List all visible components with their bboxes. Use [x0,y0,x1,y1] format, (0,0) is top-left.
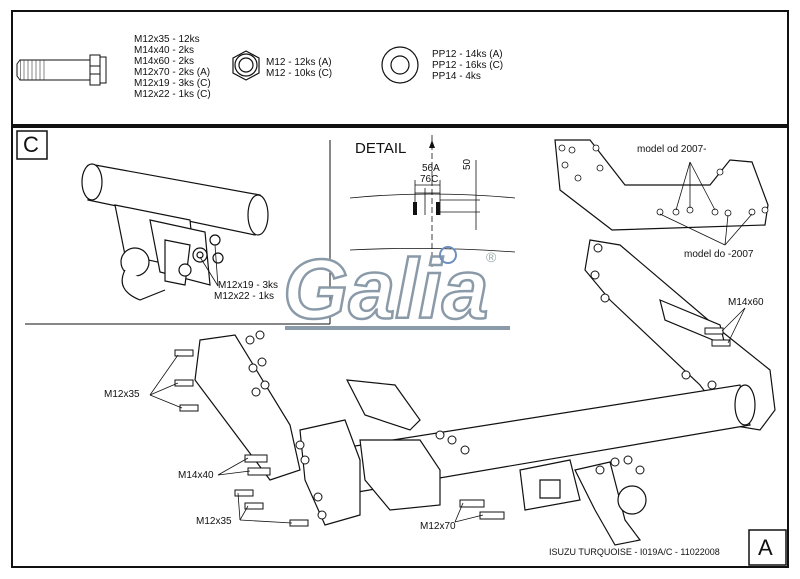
washer-icon [381,46,419,84]
label-m12x70: M12x70 [420,521,456,532]
footer-title: ISUZU TURQUOISE - I019A/C - 11022008 [549,547,720,557]
bolt-icon [16,54,107,86]
main-bolts [174,243,731,527]
detail-dim-56a: 56A [422,163,440,174]
bracket-model-old: model do -2007 [684,249,754,260]
bracket-plate [554,139,769,231]
label-m12x35-top: M12x35 [104,389,140,400]
detail-dim-50: 50 [462,158,473,170]
bolt-spec-1: M12x35 - 12ks [134,34,200,45]
view-a-letter-box [748,529,787,566]
bolt-spec-5: M12x19 - 3ks (C) [134,78,211,89]
svg-text:®: ® [486,249,497,265]
svg-text:Galia: Galia [283,242,488,336]
detail-c-hitch-illustration [81,163,269,301]
washer-spec-1: PP12 - 14ks (A) [432,49,503,60]
towbar-assembly [194,239,776,546]
bolt-spec-2: M14x40 - 2ks [134,45,195,56]
bracket-model-new: model od 2007- [637,144,707,155]
nut-spec-1: M12 - 12ks (A) [266,57,332,68]
detail-c-letter-box [16,130,48,160]
view-a-letter: A [758,535,773,560]
detail-hole-left [413,202,417,215]
galia-logo: Galia ® [282,241,510,337]
detail-arrow [429,140,435,148]
detail-title: DETAIL [355,140,407,157]
detail-c-letter: C [23,132,39,157]
bolt-spec-4: M12x70 - 2ks (A) [134,67,211,78]
nut-icon [232,50,260,81]
detail-hole-right [436,202,440,215]
bolt-spec-3: M14x60 - 2ks [134,56,195,67]
detail-dim-76c: 76C [420,174,439,185]
detail-dimension-drawing [349,135,516,270]
detail-c-bolt-label-1: M12x19 - 3ks [218,280,279,291]
washer-spec-2: PP12 - 16ks (C) [432,60,504,71]
label-m12x35-bottom: M12x35 [196,516,232,527]
label-m14x60: M14x60 [728,297,764,308]
washer-spec-3: PP14 - 4ks [432,71,481,82]
nut-spec-2: M12 - 10ks (C) [266,68,333,79]
label-m14x40: M14x40 [178,470,214,481]
detail-c-bolt-label-2: M12x22 - 1ks [214,291,275,302]
bolt-spec-6: M12x22 - 1ks (C) [134,89,211,100]
parts-frame [11,10,789,126]
drawing-frame [11,126,789,568]
